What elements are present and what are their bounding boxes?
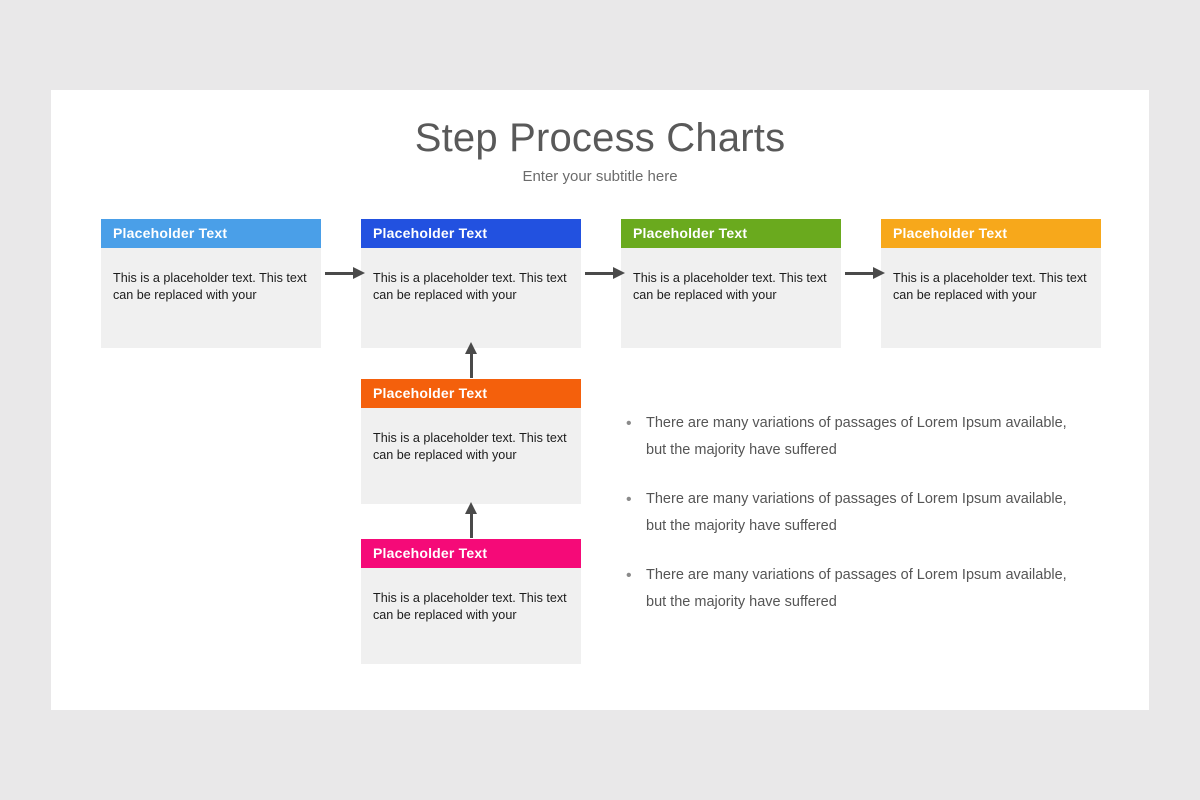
page-subtitle: Enter your subtitle here	[522, 168, 678, 185]
bullet-list: • There are many variations of passages …	[626, 410, 1086, 638]
process-card-2[interactable]: Placeholder Text This is a placeholder t…	[361, 219, 581, 348]
arrow-right-icon	[325, 266, 365, 280]
process-card-4-body: This is a placeholder text. This text ca…	[881, 248, 1101, 348]
process-card-1-header: Placeholder Text	[101, 219, 321, 248]
arrow-shaft	[470, 352, 473, 378]
arrow-shaft	[845, 272, 874, 275]
arrow-head	[873, 267, 885, 279]
list-item-text: There are many variations of passages of…	[646, 567, 1067, 610]
bullet-marker-icon: •	[626, 415, 632, 432]
process-card-5-header: Placeholder Text	[361, 379, 581, 408]
arrow-head	[465, 502, 477, 514]
list-item: • There are many variations of passages …	[626, 410, 1086, 464]
process-card-1-body: This is a placeholder text. This text ca…	[101, 248, 321, 348]
arrow-head	[465, 342, 477, 354]
process-card-6-body: This is a placeholder text. This text ca…	[361, 568, 581, 664]
arrow-up-icon	[464, 502, 478, 538]
process-card-4-header: Placeholder Text	[881, 219, 1101, 248]
list-item-text: There are many variations of passages of…	[646, 415, 1067, 458]
list-item: • There are many variations of passages …	[626, 562, 1086, 616]
slide-canvas: Step Process Charts Enter your subtitle …	[51, 90, 1149, 710]
process-card-6[interactable]: Placeholder Text This is a placeholder t…	[361, 539, 581, 664]
arrow-head	[613, 267, 625, 279]
arrow-right-icon	[585, 266, 625, 280]
process-card-5-body: This is a placeholder text. This text ca…	[361, 408, 581, 504]
arrow-shaft	[325, 272, 354, 275]
bullet-marker-icon: •	[626, 491, 632, 508]
arrow-head	[353, 267, 365, 279]
process-card-5[interactable]: Placeholder Text This is a placeholder t…	[361, 379, 581, 504]
arrow-right-icon	[845, 266, 885, 280]
process-card-6-header: Placeholder Text	[361, 539, 581, 568]
process-card-1[interactable]: Placeholder Text This is a placeholder t…	[101, 219, 321, 348]
list-item: • There are many variations of passages …	[626, 486, 1086, 540]
arrow-shaft	[585, 272, 614, 275]
list-item-text: There are many variations of passages of…	[646, 491, 1067, 534]
process-card-3-body: This is a placeholder text. This text ca…	[621, 248, 841, 348]
process-card-2-header: Placeholder Text	[361, 219, 581, 248]
arrow-up-icon	[464, 342, 478, 378]
arrow-shaft	[470, 512, 473, 538]
process-card-3[interactable]: Placeholder Text This is a placeholder t…	[621, 219, 841, 348]
process-card-2-body: This is a placeholder text. This text ca…	[361, 248, 581, 348]
bullet-marker-icon: •	[626, 567, 632, 584]
page-title: Step Process Charts	[414, 116, 786, 160]
process-card-3-header: Placeholder Text	[621, 219, 841, 248]
process-card-4[interactable]: Placeholder Text This is a placeholder t…	[881, 219, 1101, 348]
